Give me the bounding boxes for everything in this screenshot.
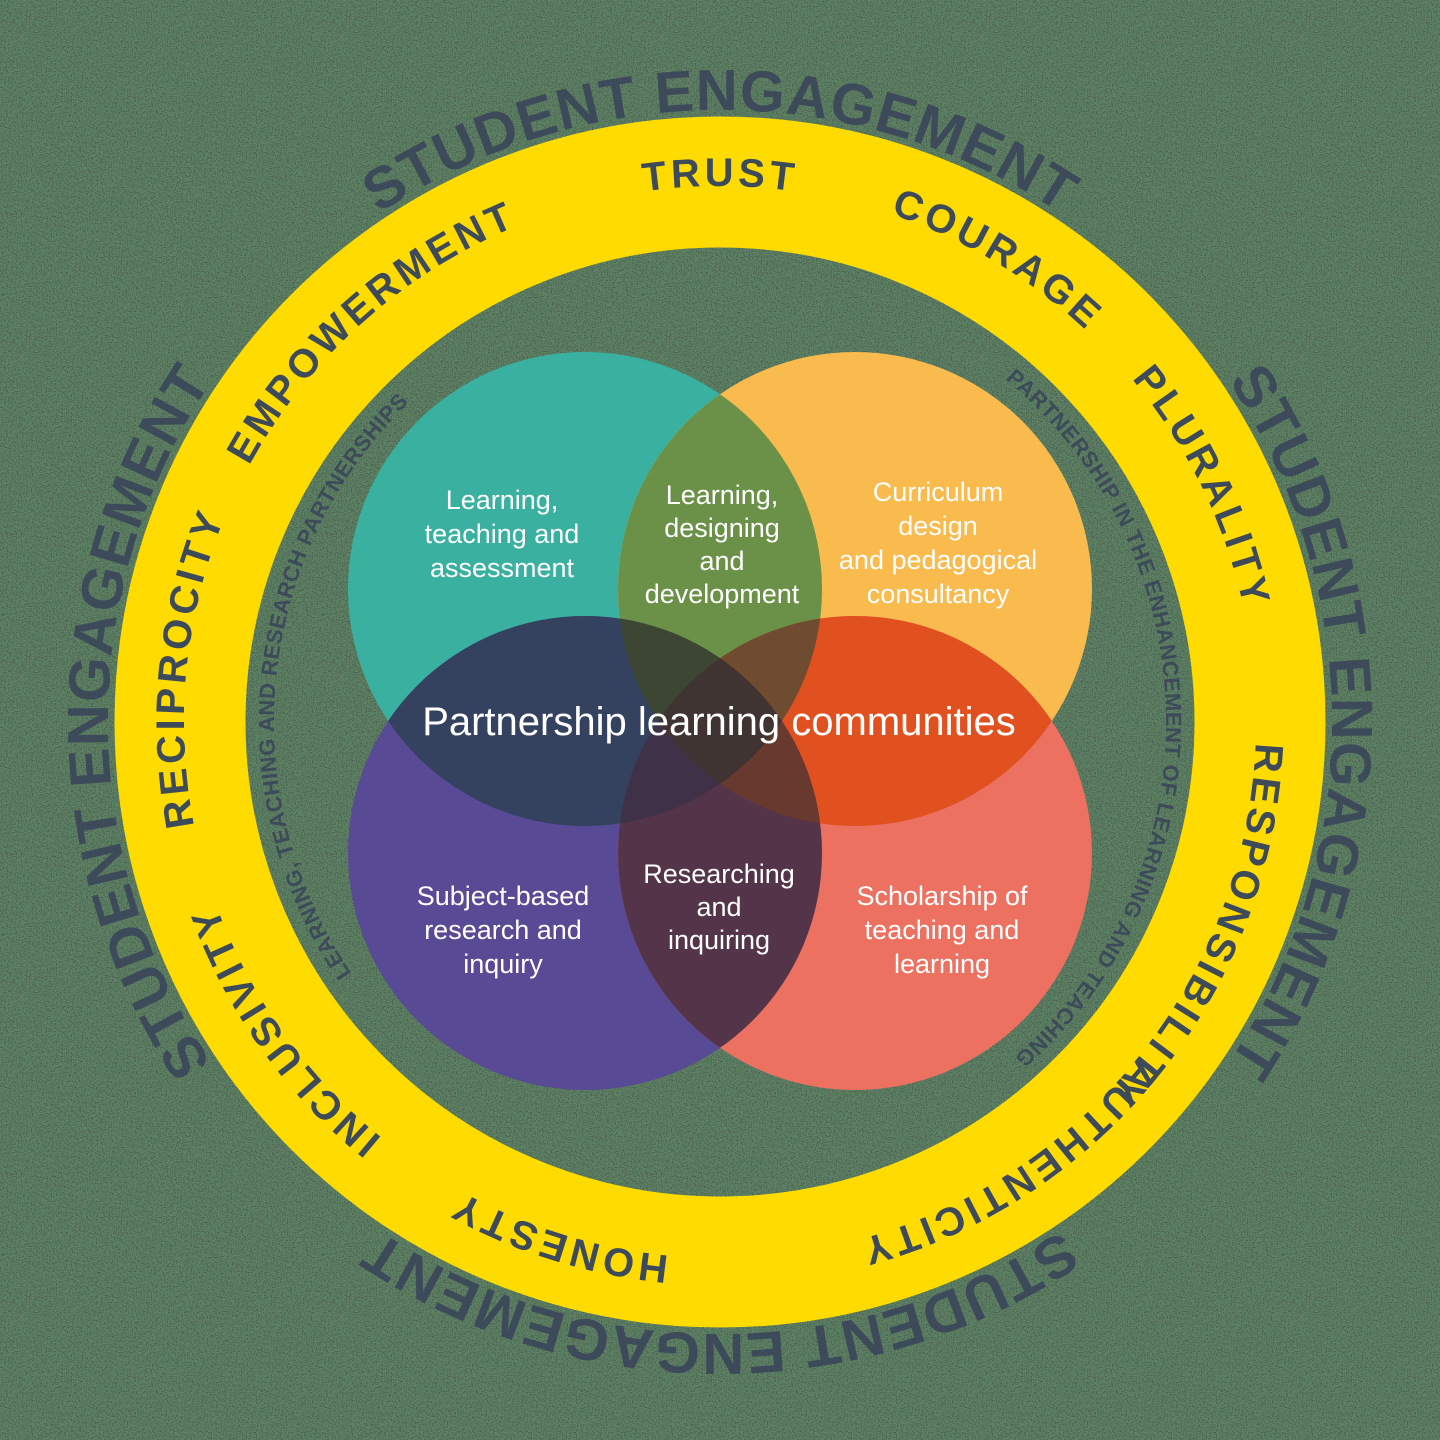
svg-text:designing: designing: [664, 513, 780, 543]
label-bottom-right-circle: Scholarship of teaching and learning: [856, 881, 1028, 979]
svg-text:teaching and: teaching and: [865, 915, 1020, 945]
svg-text:and: and: [696, 892, 741, 922]
svg-text:Learning,: Learning,: [666, 480, 779, 510]
label-top-right-circle: Curriculum design and pedagogical consul…: [839, 477, 1037, 609]
svg-text:and: and: [699, 546, 744, 576]
label-top-left-circle: Learning, teaching and assessment: [425, 485, 580, 583]
ring-word-trust: TRUST: [640, 151, 801, 200]
svg-text:and pedagogical: and pedagogical: [839, 545, 1037, 575]
venn-diagram: [348, 352, 1092, 1090]
svg-text:design: design: [898, 511, 978, 541]
venn-labels-group: Learning, teaching and assessment Learni…: [417, 477, 1037, 979]
svg-text:Curriculum: Curriculum: [873, 477, 1004, 507]
label-bottom-overlap: Researching and inquiring: [643, 859, 795, 955]
svg-text:development: development: [645, 579, 800, 609]
center-title: Partnership learning communities: [422, 700, 1016, 744]
svg-text:consultancy: consultancy: [867, 579, 1010, 609]
svg-text:Scholarship of: Scholarship of: [856, 881, 1028, 911]
svg-text:inquiring: inquiring: [668, 925, 770, 955]
svg-text:Subject-based: Subject-based: [417, 881, 590, 911]
svg-text:teaching and: teaching and: [425, 519, 580, 549]
svg-text:Researching: Researching: [643, 859, 795, 889]
svg-text:Learning,: Learning,: [446, 485, 559, 515]
svg-text:learning: learning: [894, 949, 990, 979]
svg-text:assessment: assessment: [430, 553, 575, 583]
values-ring-band: [114, 116, 1326, 1328]
svg-text:research and: research and: [424, 915, 582, 945]
svg-text:inquiry: inquiry: [463, 949, 543, 979]
overlap-center-quad: [618, 616, 822, 826]
label-top-overlap: Learning, designing and development: [645, 480, 800, 609]
label-bottom-left-circle: Subject-based research and inquiry: [417, 881, 590, 979]
